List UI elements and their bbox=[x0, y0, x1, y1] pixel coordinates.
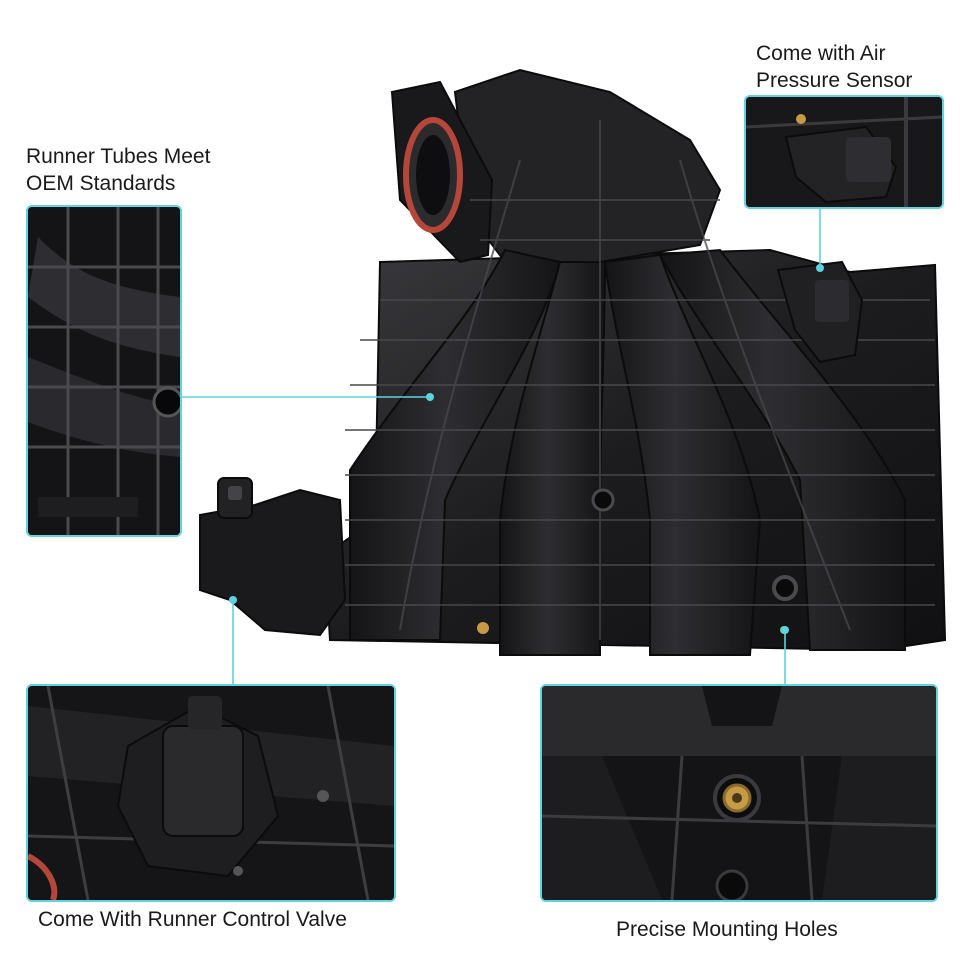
leader-dots bbox=[229, 264, 824, 634]
air-pressure-sensor-inset bbox=[744, 95, 944, 209]
runner-tubes-inset bbox=[26, 205, 182, 537]
brass-insert bbox=[477, 622, 489, 634]
runner-tubes bbox=[349, 248, 906, 656]
runner-control-valve-image bbox=[199, 477, 347, 637]
mounting-holes-label: Precise Mounting Holes bbox=[616, 918, 838, 941]
mounting-hole bbox=[591, 488, 615, 512]
mounting-holes-inset bbox=[540, 684, 938, 902]
mounting-hole bbox=[772, 575, 798, 601]
air-pressure-sensor-image bbox=[776, 260, 864, 364]
intake-manifold-image bbox=[199, 68, 947, 656]
air-pressure-sensor-label: Come with Air Pressure Sensor bbox=[756, 42, 913, 92]
runner-tubes-label: Runner Tubes Meet OEM Standards bbox=[26, 145, 211, 195]
runner-control-valve-inset bbox=[26, 684, 396, 902]
leader-lines bbox=[180, 205, 821, 684]
runner-control-valve-label: Come With Runner Control Valve bbox=[38, 908, 347, 931]
